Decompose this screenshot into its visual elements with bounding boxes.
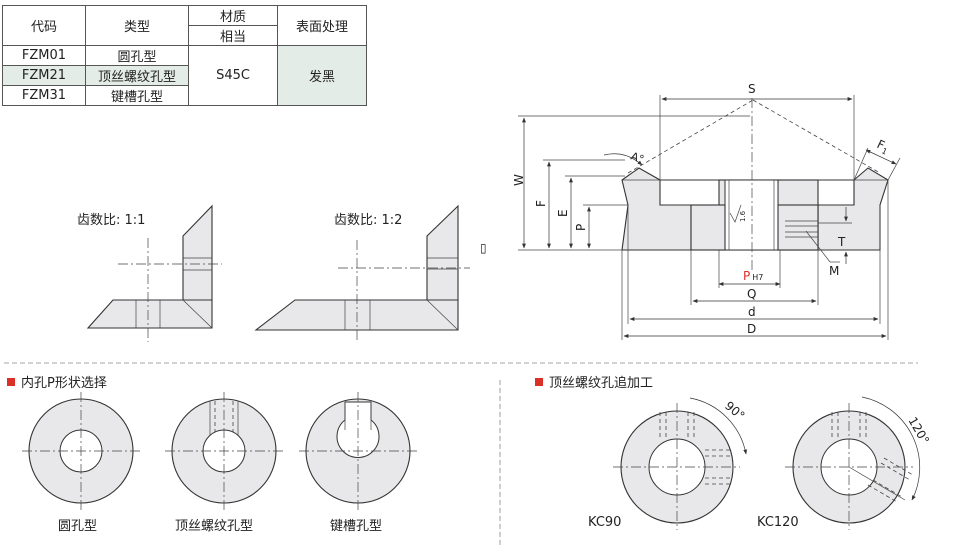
dim-M: M	[829, 264, 839, 278]
col-equivalent-header: 相当	[188, 25, 278, 46]
hub-body-left	[690, 204, 726, 251]
dim-D: D	[747, 322, 756, 336]
section-bullet	[7, 378, 15, 386]
dim-T: T	[837, 235, 846, 249]
keyway-hole-figure: 键槽孔型	[299, 392, 417, 534]
section-set-screw: 顶丝螺纹孔追加工	[549, 375, 653, 391]
spec-table: 代码 类型 材质 表面处理 相当 FZM01 圆孔型 S45C 发黑 FZM21…	[2, 5, 367, 106]
vertical-gear	[182, 204, 213, 301]
dim-d: d	[748, 305, 756, 319]
vertical-gear	[426, 204, 459, 301]
dim-F: F	[534, 200, 548, 207]
dim-W: W	[512, 174, 526, 186]
roughness-label: 1.6	[739, 210, 747, 222]
section-bullet	[535, 378, 543, 386]
hub-body-right	[777, 204, 819, 251]
tapped-hole-label: 顶丝螺纹孔型	[175, 519, 253, 534]
dim-Q: Q	[747, 287, 756, 301]
dim-P: P	[574, 224, 588, 231]
kc90-label: KC90	[588, 515, 621, 530]
stray-glyph: ▯	[480, 241, 487, 255]
ratio-1-1-figure: 齿数比: 1:1	[77, 204, 222, 342]
section-hole-shape: 内孔P形状选择	[21, 375, 107, 391]
tapped-hole-figure: 顶丝螺纹孔型	[165, 392, 283, 534]
col-type-header: 类型	[85, 5, 189, 46]
material-cell: S45C	[188, 45, 278, 106]
surface-cell: 发黑	[277, 45, 367, 106]
kc90-angle: 90°	[722, 399, 747, 423]
keyway-hole-label: 键槽孔型	[330, 519, 382, 534]
kc120-figure: 120° KC120	[757, 396, 932, 530]
ratio-1-1-label: 齿数比: 1:1	[77, 213, 145, 228]
row-type: 顶丝螺纹孔型	[85, 65, 189, 86]
round-hole-label: 圆孔型	[58, 519, 97, 534]
ratio-1-2-label: 齿数比: 1:2	[334, 213, 402, 228]
col-code-header: 代码	[2, 5, 86, 46]
kc90-figure: 90° KC90	[588, 397, 747, 530]
dim-A: A°	[629, 150, 646, 167]
bevel-gear-section: 1.6 S W F E P A° F1 T M	[512, 82, 901, 340]
horizontal-gear	[86, 299, 213, 329]
round-hole-figure: 圆孔型	[22, 392, 140, 534]
kc120-label: KC120	[757, 515, 799, 530]
row-code: FZM01	[2, 45, 86, 66]
row-type: 键槽孔型	[85, 85, 189, 106]
dim-F1: F1	[874, 137, 892, 157]
ratio-1-2-figure: 齿数比: 1:2	[254, 204, 470, 342]
dim-S: S	[748, 82, 756, 96]
row-code: FZM21	[2, 65, 86, 86]
dim-E: E	[556, 209, 570, 217]
